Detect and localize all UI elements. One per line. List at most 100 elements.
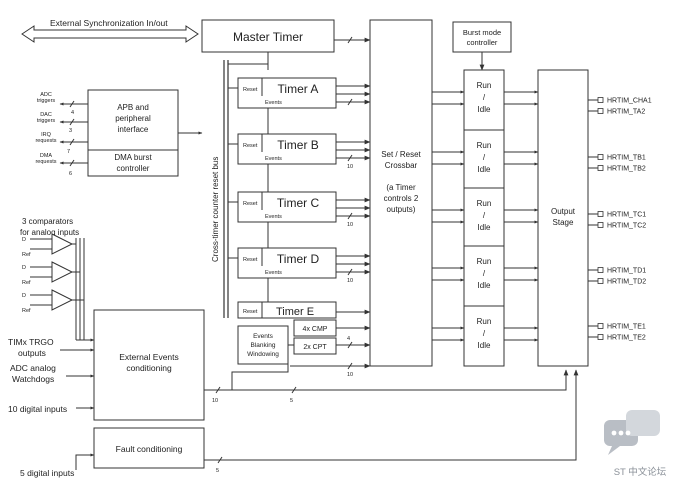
svg-text:10: 10: [347, 278, 353, 284]
output-stage-line2: Stage: [553, 218, 574, 227]
output-label: HRTIM_TD2: [607, 279, 646, 286]
output-label: HRTIM_TE2: [607, 335, 646, 342]
output-label: HRTIM_TA2: [607, 109, 645, 116]
watermark-logo: [604, 410, 660, 455]
comparator-3: [51, 289, 74, 311]
blanking-line3: Windowing: [247, 351, 279, 358]
timer-d-events: Events: [265, 270, 282, 276]
dac-triggers-l2: triggers: [37, 118, 56, 124]
output-label: HRTIM_TE1: [607, 324, 646, 331]
svg-text:10: 10: [347, 222, 353, 228]
output-pin: [597, 267, 604, 273]
burst-mode-line1: Burst mode: [463, 28, 501, 37]
output-pin: [597, 323, 604, 329]
svg-text:7: 7: [67, 149, 70, 155]
svg-text:5: 5: [216, 468, 219, 474]
ext-sync-arrow: [21, 25, 199, 43]
ext-events-box: [93, 309, 205, 421]
crossbar-line2: Crossbar: [385, 161, 418, 170]
comparator-1: [51, 233, 74, 255]
run-label: Run: [477, 199, 492, 208]
output-stage-box: [537, 69, 589, 367]
output-label: HRTIM_TB2: [607, 166, 646, 173]
output-pin: [597, 154, 604, 160]
blanking-box: [237, 325, 289, 365]
svg-text:10: 10: [212, 398, 218, 404]
dma-requests-l1: DMA: [40, 153, 53, 159]
output-pin: [597, 97, 604, 103]
svg-text:10: 10: [347, 372, 353, 378]
comparator-d-label: D: [22, 265, 26, 271]
timer-c-events: Events: [265, 214, 282, 220]
adc-triggers-l2: triggers: [37, 98, 56, 104]
crossbar-line4: (a Timer: [386, 183, 416, 192]
ext-events-line1: External Events: [119, 352, 179, 362]
crossbar-line1: Set / Reset: [381, 150, 421, 159]
output-pin: [597, 222, 604, 228]
timer-a-events: Events: [265, 100, 282, 106]
burst-mode-line2: controller: [467, 38, 498, 47]
idle-label: Idle: [478, 165, 491, 174]
cpt-label: 2x CPT: [303, 344, 327, 351]
output-label: HRTIM_TC1: [607, 212, 646, 219]
slash-label: /: [483, 211, 486, 220]
output-pin: [597, 334, 604, 340]
comparator-ref-label: Ref: [22, 252, 31, 258]
adc-wd-line1: ADC analog: [10, 363, 56, 373]
slash-label: /: [483, 93, 486, 102]
idle-label: Idle: [478, 341, 491, 350]
idle-label: Idle: [478, 105, 491, 114]
timer-d-box: [237, 247, 337, 279]
master-timer-label: Master Timer: [233, 30, 303, 44]
burst-mode-box: [452, 21, 512, 53]
adc-wd-line2: Watchdogs: [12, 374, 54, 384]
timer-b-label: Timer B: [277, 138, 319, 152]
run-label: Run: [477, 81, 492, 90]
timer-a-label: Timer A: [278, 82, 319, 96]
output-label: HRTIM_CHA1: [607, 98, 652, 105]
ext-events-line2: conditioning: [126, 363, 172, 373]
adc-triggers-l1: ADC: [40, 92, 52, 98]
crossbar-line6: outputs): [387, 205, 416, 214]
cross-timer-bus-label: Cross-timer counter reset bus: [211, 157, 220, 262]
slash-label: /: [483, 153, 486, 162]
apb-line1: APB and: [117, 103, 149, 112]
fault-box: [93, 427, 205, 469]
svg-text:4: 4: [347, 336, 350, 342]
comparator-2: [51, 261, 74, 283]
run-idle-box: [463, 245, 505, 307]
output-pin: [597, 108, 604, 114]
output-pin: [597, 278, 604, 284]
idle-label: Idle: [478, 281, 491, 290]
timer-c-label: Timer C: [277, 196, 320, 210]
crossbar-line5: controls 2: [384, 194, 419, 203]
output-label: HRTIM_TC2: [607, 223, 646, 230]
output-label: HRTIM_TB1: [607, 155, 646, 162]
cpt-box: [293, 337, 337, 355]
timer-e-label: Timer E: [276, 306, 314, 318]
apb-line2: peripheral: [115, 114, 151, 123]
irq-requests-l2: requests: [35, 138, 56, 144]
timer-d-label: Timer D: [277, 252, 320, 266]
output-label: HRTIM_TD1: [607, 268, 646, 275]
slash-label: /: [483, 269, 486, 278]
timer-b-reset: Reset: [243, 143, 258, 149]
apb-line3: interface: [118, 125, 149, 134]
outputs-group: HRTIM_CHA1HRTIM_TA2HRTIM_TB1HRTIM_TB2HRT…: [588, 97, 652, 342]
output-pin: [597, 165, 604, 171]
master-timer-box: [201, 19, 335, 53]
idle-label: Idle: [478, 223, 491, 232]
comparators-line1: 3 comparators: [22, 217, 73, 226]
digital10-label: 10 digital inputs: [8, 404, 67, 414]
run-label: Run: [477, 257, 492, 266]
digital5-label: 5 digital inputs: [20, 468, 74, 478]
timer-c-box: [237, 191, 337, 223]
timer-c-reset: Reset: [243, 201, 258, 207]
slash-label: /: [483, 329, 486, 338]
run-idle-box: [463, 305, 505, 367]
dma-requests-l2: requests: [35, 159, 56, 165]
comparators-line2: for analog inputs: [20, 228, 79, 237]
